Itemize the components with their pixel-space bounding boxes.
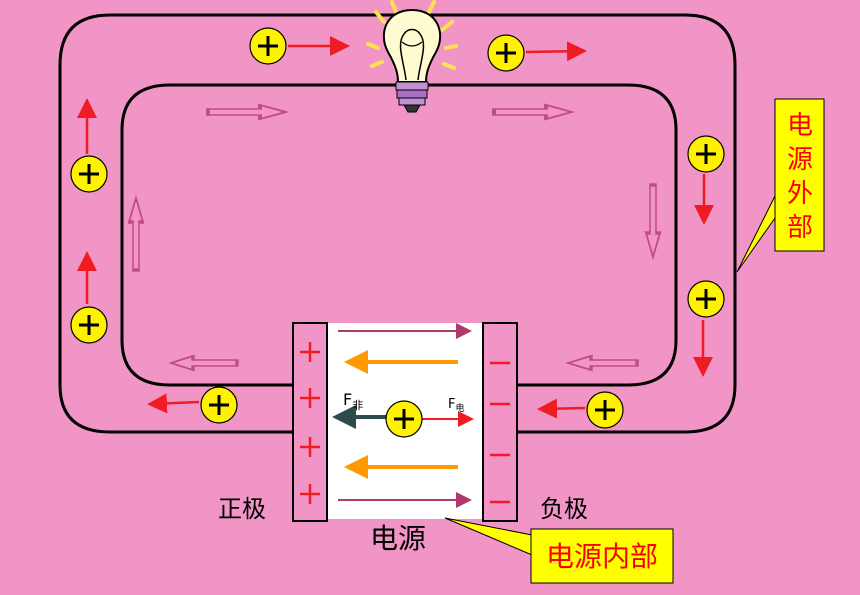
charge-bottom-right	[537, 390, 625, 430]
callout-inside-box	[530, 528, 674, 584]
current-arrow-bottom-right	[566, 354, 639, 372]
current-arrow-top-right	[492, 103, 574, 121]
negative-pole-label: 负极	[540, 495, 588, 523]
light-bulb-icon	[366, 0, 458, 113]
negative-plate	[482, 322, 518, 522]
source-charge	[384, 399, 424, 439]
current-arrow-left	[127, 196, 145, 272]
charge-top-right	[486, 33, 587, 73]
callout-inside-text: 电源内部	[546, 540, 658, 573]
plate-minus-signs	[490, 361, 510, 504]
callout-outside-text: 电源外部	[787, 111, 813, 243]
source-label: 电源	[370, 522, 426, 555]
charge-bottom-left	[147, 385, 239, 425]
plate-plus-signs	[300, 342, 320, 504]
callout-outside-pointer	[736, 195, 776, 273]
callout-outside-box	[774, 98, 825, 252]
current-arrow-top-left	[206, 103, 288, 121]
charge-top-left	[248, 26, 350, 66]
force-electric-label: F电	[448, 397, 465, 414]
current-arrow-right	[644, 183, 662, 259]
force-nonelectric-label: F非	[343, 390, 363, 412]
charge-left-lower	[69, 251, 109, 345]
charge-right-lower	[686, 279, 726, 377]
callout-inside-pointer	[444, 517, 533, 556]
charge-right-upper	[686, 134, 726, 225]
positive-pole-label: 正极	[218, 495, 266, 523]
charge-left-upper	[69, 98, 109, 194]
current-arrow-bottom-left	[169, 354, 239, 372]
